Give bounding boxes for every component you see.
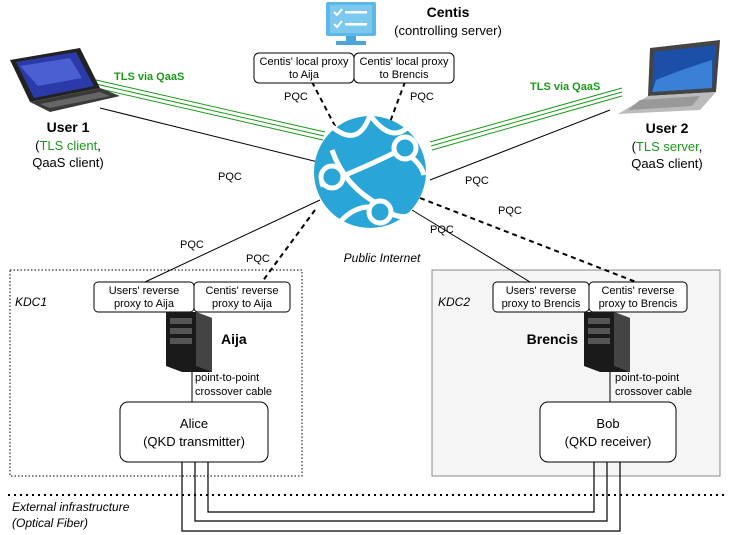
kdc2-cable-line2: crossover cable xyxy=(615,386,692,398)
tls-link-user2 xyxy=(429,87,623,151)
alice-name: Alice xyxy=(180,416,208,431)
pqc-dashed-links xyxy=(261,81,637,283)
bob-role: (QKD receiver) xyxy=(565,434,652,449)
user1-role-open: ( xyxy=(35,138,40,153)
kdc2-users-proxy-line1: Users' reverse xyxy=(506,285,577,297)
kdc1-users-proxy-line2: proxy to Aija xyxy=(114,298,175,310)
centis-title: Centis xyxy=(427,4,470,20)
kdc1-users-proxy-line1: Users' reverse xyxy=(109,285,180,297)
pqc-label-brencis-centis: PQC xyxy=(498,205,522,217)
globe-icon xyxy=(314,109,427,228)
aija-label: Aija xyxy=(221,331,247,347)
alice-qkd-box xyxy=(119,401,269,463)
kdc1-centis-proxy-line2: proxy to Aija xyxy=(212,298,273,310)
kdc1-cable-line2: crossover cable xyxy=(195,386,272,398)
pqc-label-brencis-users: PQC xyxy=(430,224,454,236)
kdc2-centis-proxy-box xyxy=(588,281,688,313)
kdc1-cable-line1: point-to-point xyxy=(195,372,259,384)
user1-role: (TLS client, xyxy=(35,138,101,153)
pqc-label-centis-brencis: PQC xyxy=(410,91,434,103)
tls-label-user2: TLS via QaaS xyxy=(530,81,600,93)
kdc2-cable-line1: point-to-point xyxy=(615,372,679,384)
user2-role2: QaaS client) xyxy=(631,156,703,171)
kdc2-label: KDC2 xyxy=(438,295,470,309)
pqc-label-centis-aija: PQC xyxy=(284,91,308,103)
pqc-solid-links xyxy=(99,107,611,283)
pqc-label-aija-centis: PQC xyxy=(246,253,270,265)
user2-role: (TLS server, xyxy=(632,139,703,154)
alice-role: (QKD transmitter) xyxy=(143,434,245,449)
kdc2-users-proxy-line2: proxy to Brencis xyxy=(502,298,581,310)
user2-title: User 2 xyxy=(646,120,689,136)
user1-role2: QaaS client) xyxy=(32,155,104,170)
laptop-icon-user1 xyxy=(10,48,120,112)
user2-role-close: , xyxy=(699,139,703,154)
user1-role-green: TLS client xyxy=(39,138,97,153)
brencis-label: Brencis xyxy=(527,331,579,347)
internet-label: Public Internet xyxy=(344,251,421,265)
kdc1-centis-proxy-line1: Centis' reverse xyxy=(205,285,278,297)
centis-proxy-aija-line2: to Aija xyxy=(289,69,320,81)
kdc1-centis-proxy-box xyxy=(193,281,291,313)
centis-proxy-brencis-line2: to Brencis xyxy=(380,69,429,81)
tls-label-user1: TLS via QaaS xyxy=(114,71,184,83)
bob-name: Bob xyxy=(596,416,619,431)
centis-proxy-aija-line1: Centis' local proxy xyxy=(260,56,349,68)
server-icon-brencis xyxy=(584,312,630,372)
user2-role-open: ( xyxy=(632,139,637,154)
optical-fiber xyxy=(181,462,621,532)
external-line2: (Optical Fiber) xyxy=(12,516,88,530)
centis-subtitle: (controlling server) xyxy=(394,23,502,38)
monitor-checklist-icon xyxy=(326,2,376,45)
laptop-icon-user2 xyxy=(618,40,720,114)
user1-role-close: , xyxy=(97,138,101,153)
bob-qkd-box xyxy=(539,401,677,463)
external-line1: External infrastructure xyxy=(12,500,130,514)
server-icon-aija xyxy=(166,312,212,372)
user1-title: User 1 xyxy=(47,119,90,135)
centis-proxy-brencis-line1: Centis' local proxy xyxy=(360,56,449,68)
pqc-label-user2: PQC xyxy=(465,175,489,187)
kdc2-centis-proxy-line2: proxy to Brencis xyxy=(599,298,678,310)
pqc-label-user1: PQC xyxy=(218,171,242,183)
tls-link-user1 xyxy=(95,79,326,141)
centis-proxy-brencis-box xyxy=(353,52,455,84)
kdc1-label: KDC1 xyxy=(15,295,47,309)
user2-role-green: TLS server xyxy=(636,139,700,154)
kdc2-centis-proxy-line1: Centis' reverse xyxy=(601,285,674,297)
pqc-label-aija-users: PQC xyxy=(180,239,204,251)
